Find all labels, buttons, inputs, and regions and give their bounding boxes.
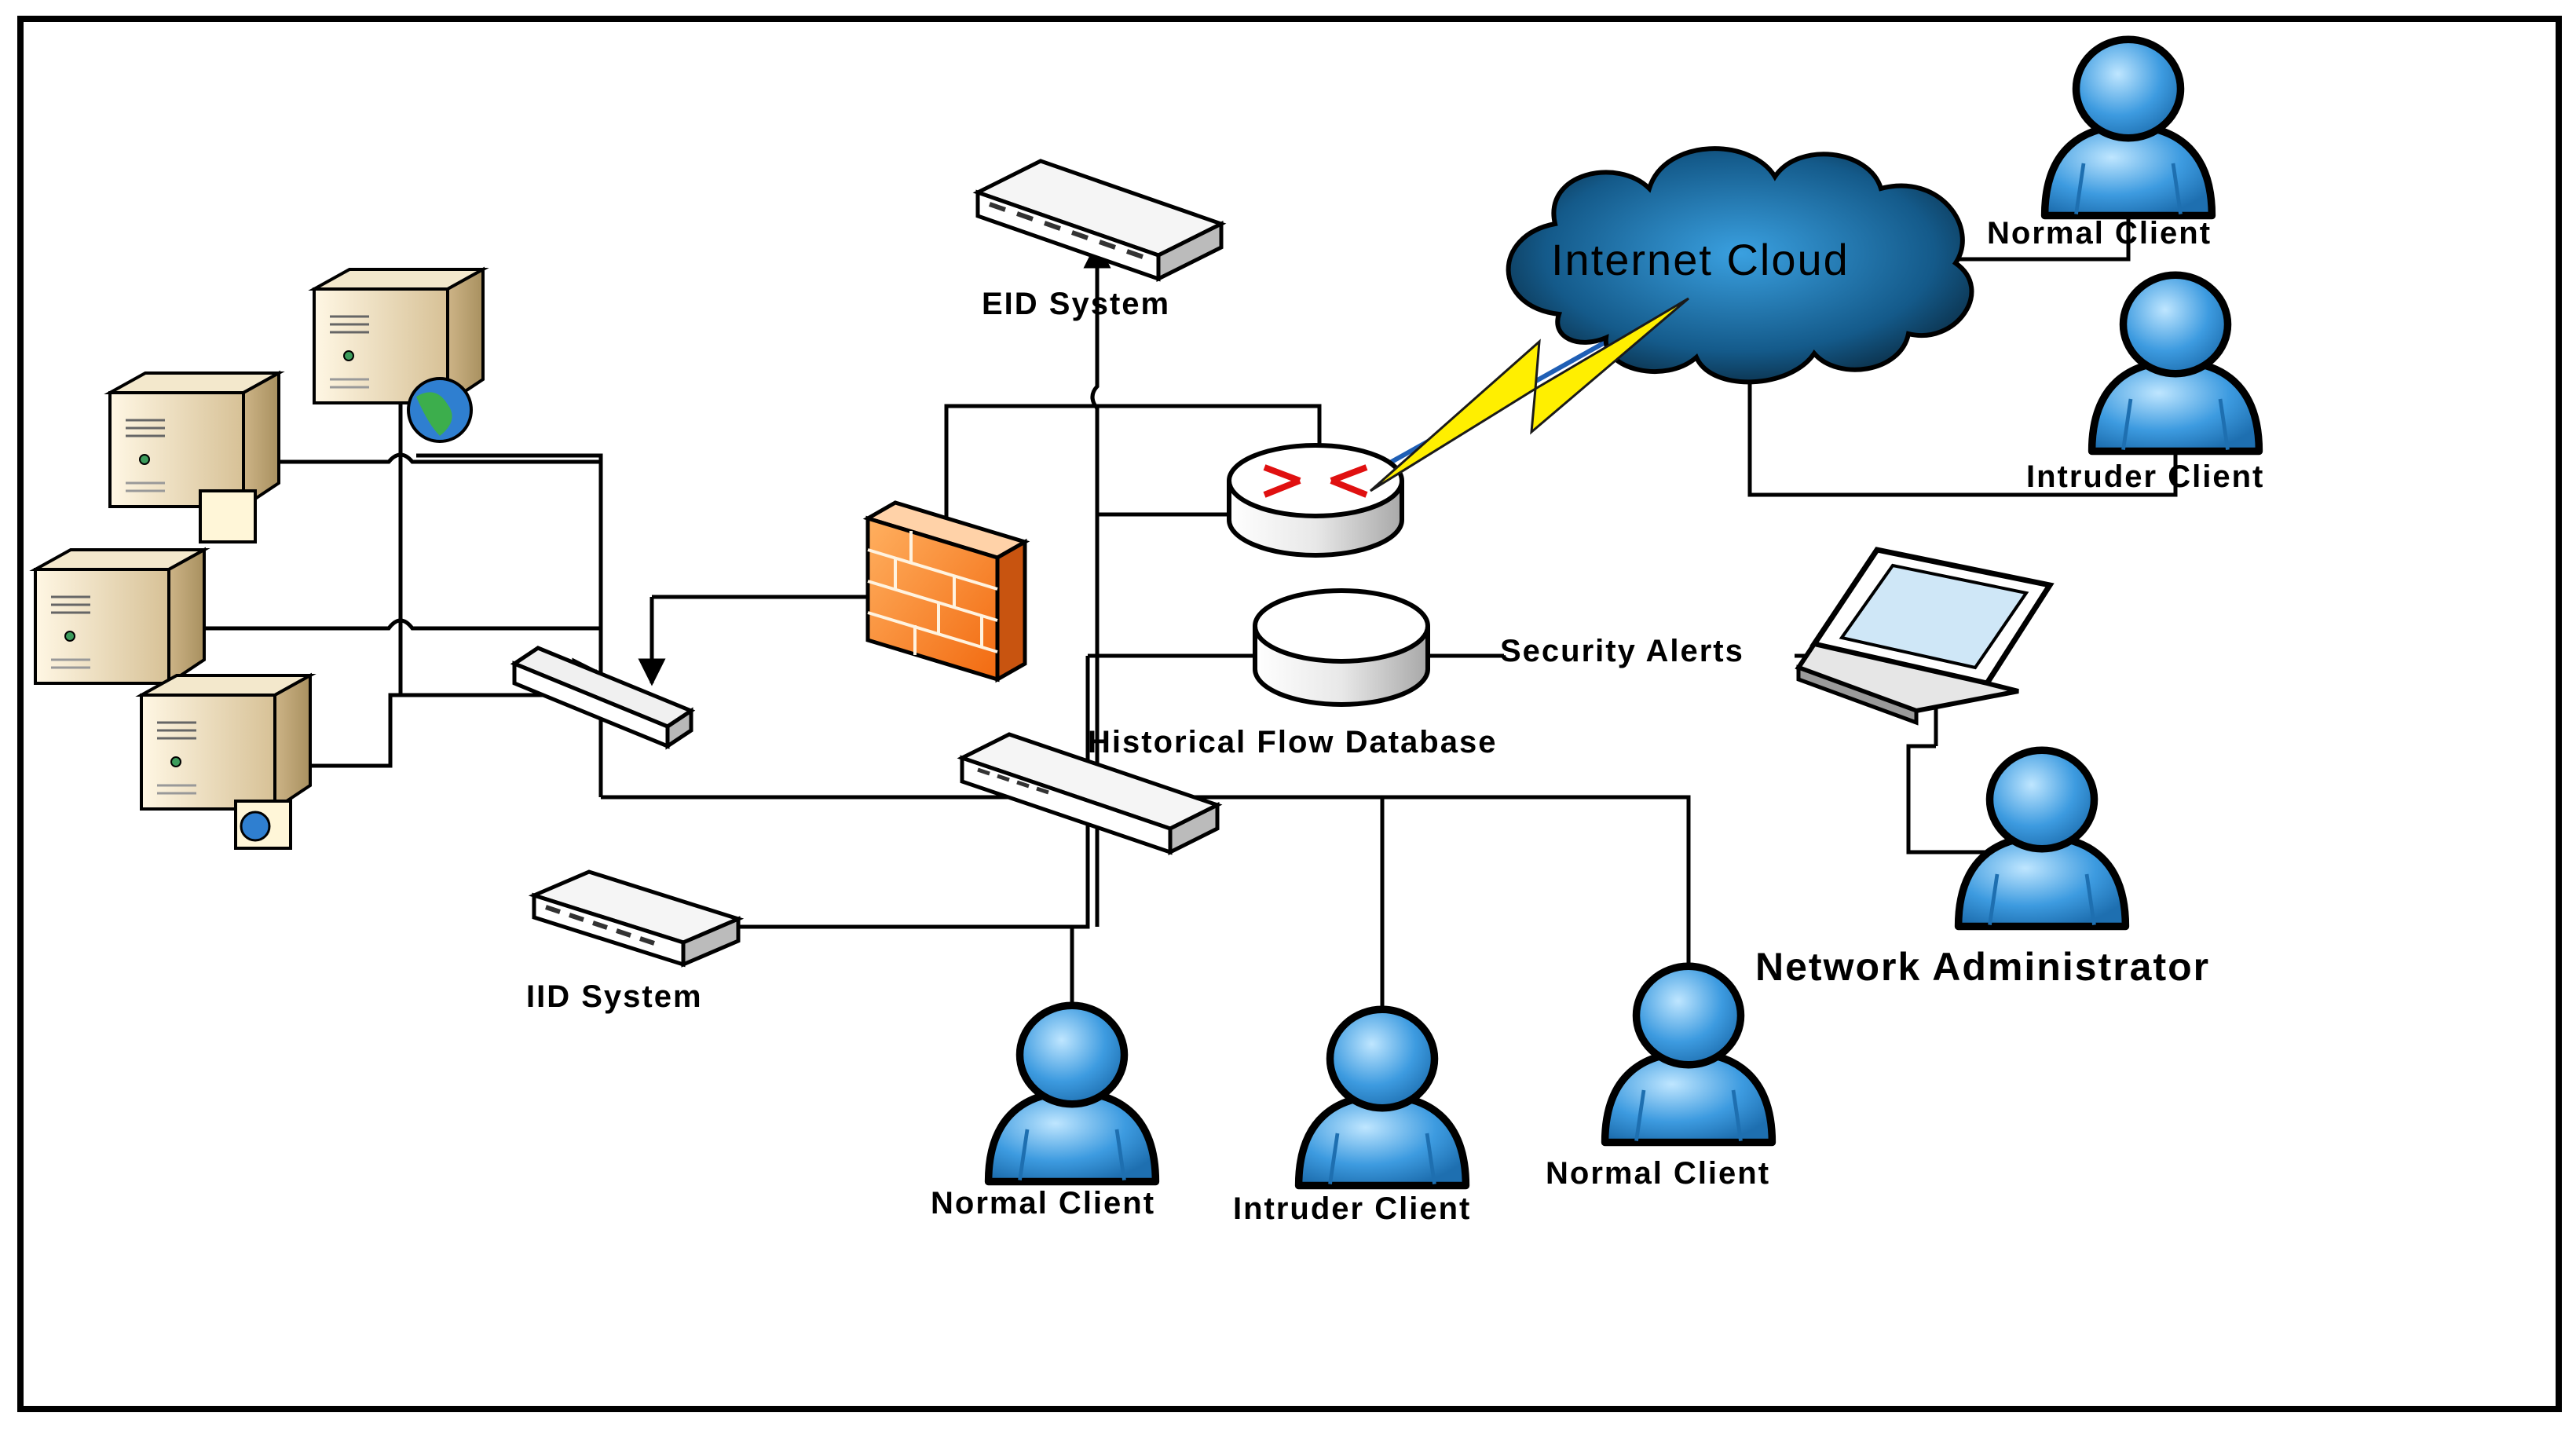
eid-switch-icon — [972, 159, 1227, 283]
folder-icon — [199, 489, 257, 543]
iid-system-label: IID System — [526, 979, 703, 1014]
lightning-icon — [1370, 297, 1689, 492]
laptop-icon — [1795, 547, 2055, 726]
firewall-icon — [862, 500, 1030, 683]
server-icon — [140, 674, 312, 811]
router-icon — [1227, 443, 1404, 558]
intruder-client-label-bottom: Intruder Client — [1233, 1191, 1471, 1226]
database-icon — [1253, 588, 1430, 707]
diagram-frame — [17, 16, 2562, 1412]
security-alerts-label: Security Alerts — [1500, 634, 1744, 668]
switch-icon — [510, 646, 696, 750]
internet-cloud-label: Internet Cloud — [1551, 235, 1850, 284]
normal-client-label-bottom-1: Normal Client — [931, 1186, 1155, 1221]
normal-client-label-top: Normal Client — [1987, 216, 2212, 251]
globe-icon — [234, 800, 292, 850]
server-icon — [108, 371, 280, 508]
eid-system-label: EID System — [982, 287, 1170, 321]
core-switch-icon — [957, 732, 1223, 856]
server-icon — [34, 548, 206, 685]
iid-switch-icon — [528, 869, 745, 968]
intruder-client-label-top: Intruder Client — [2026, 459, 2264, 494]
normal-client-label-bottom-2: Normal Client — [1546, 1156, 1770, 1191]
cloud-icon — [1506, 146, 1974, 385]
network-admin-label: Network Administrator — [1755, 945, 2210, 989]
historical-db-label: Historical Flow Database — [1088, 725, 1497, 759]
globe-icon — [407, 377, 473, 443]
